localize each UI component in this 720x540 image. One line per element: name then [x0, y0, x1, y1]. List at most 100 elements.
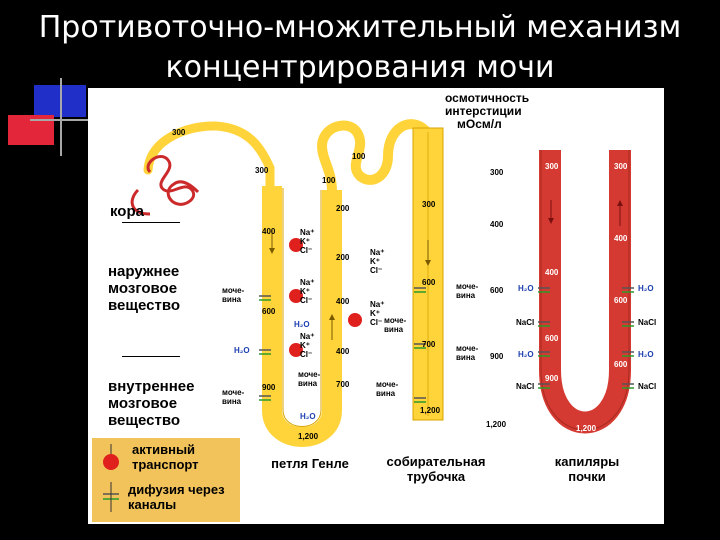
- urea-5: моче-вина: [376, 380, 398, 398]
- ion-cl: Cl⁻: [300, 246, 313, 255]
- title-line-2: концентрирования мочи: [165, 50, 555, 85]
- zone-inner-line-3: вещество: [108, 412, 181, 429]
- header-line-1: осмотичность: [445, 91, 530, 105]
- glomerulus: [146, 155, 200, 206]
- legend-diffusion-label: дифузия через каналы: [128, 482, 225, 512]
- channel-markers: [259, 287, 634, 403]
- decor-gray-line-v: [60, 78, 62, 156]
- caption-cap-line-1: капиляры: [554, 454, 620, 469]
- afferent-vessel: [130, 188, 151, 216]
- ion-k: K⁺: [370, 309, 380, 318]
- urea-1: моче-вина: [222, 286, 244, 304]
- scale-1200: 1,200: [486, 420, 507, 429]
- cap-left-900: 900: [545, 374, 559, 383]
- proximal-300: 300: [172, 128, 186, 137]
- loop-of-henle: [262, 186, 342, 447]
- zone-cortex: кора: [110, 203, 144, 220]
- scale-600: 600: [490, 286, 504, 295]
- distal-100: 100: [352, 152, 366, 161]
- water-cap-3: H₂O: [638, 284, 654, 293]
- zone-inner-line-2: мозговое: [108, 395, 178, 412]
- ions-left-2: Na⁺K⁺Cl⁻: [300, 278, 314, 305]
- ion-cl: Cl⁻: [300, 296, 313, 305]
- urea-3-line-2: вина: [298, 379, 318, 388]
- cap-right-300: 300: [614, 162, 628, 171]
- urea-1-line-1: моче-: [222, 286, 245, 295]
- ion-k: K⁺: [370, 257, 380, 266]
- loop-asc-400b: 400: [336, 347, 350, 356]
- cap-left-300: 300: [545, 162, 559, 171]
- loop-asc-200a: 200: [336, 204, 350, 213]
- water-cap-2: H₂O: [518, 350, 534, 359]
- title-line-1: Противоточно-множительный механизм: [38, 10, 682, 45]
- legend-active-label: активный транспорт: [132, 442, 199, 472]
- cap-left-600: 600: [545, 334, 559, 343]
- urea-3: моче-вина: [298, 370, 320, 388]
- ion-na: Na⁺: [370, 300, 385, 309]
- ion-k: K⁺: [300, 287, 310, 296]
- water-loop-3: H₂O: [300, 412, 316, 421]
- loop-desc-600: 600: [262, 307, 276, 316]
- caption-cap-line-2: почки: [568, 469, 606, 484]
- water-cap-1: H₂O: [518, 284, 534, 293]
- loop-asc-100: 100: [322, 176, 336, 185]
- ion-cl: Cl⁻: [370, 318, 383, 327]
- scale-900: 900: [490, 352, 504, 361]
- scale-300: 300: [490, 168, 504, 177]
- duct-1200: 1,200: [420, 406, 441, 415]
- legend-diffusion-line-2: каналы: [128, 497, 177, 512]
- cap-right-600a: 600: [614, 296, 628, 305]
- ion-na: Na⁺: [300, 278, 315, 287]
- urea-7-line-2: вина: [456, 353, 476, 362]
- zone-divider-2: [122, 356, 180, 357]
- water-cap-4: H₂O: [638, 350, 654, 359]
- ion-cl: Cl⁻: [300, 350, 313, 359]
- loop-asc-200b: 200: [336, 253, 350, 262]
- zone-outer-medulla: наружнее мозговое вещество: [108, 263, 180, 314]
- water-loop-1: H₂O: [294, 320, 310, 329]
- ions-left-1: Na⁺K⁺Cl⁻: [300, 228, 314, 255]
- duct-600: 600: [422, 278, 436, 287]
- header-line-2: интерстиции: [445, 104, 522, 118]
- ion-na: Na⁺: [370, 248, 385, 257]
- ions-right-2: Na⁺K⁺Cl⁻: [370, 300, 384, 327]
- urea-6-line-1: моче-: [456, 282, 479, 291]
- decor-gray-line-h: [30, 119, 88, 121]
- ions-right-1: Na⁺K⁺Cl⁻: [370, 248, 384, 275]
- urea-6: моче-вина: [456, 282, 478, 300]
- ion-k: K⁺: [300, 341, 310, 350]
- zone-outer-line-1: наружнее: [108, 263, 180, 280]
- nacl-cap-2: NaCl: [516, 382, 535, 391]
- urea-2-line-1: моче-: [222, 388, 245, 397]
- loop-bottom: 1,200: [298, 432, 319, 441]
- urea-4-line-2: вина: [384, 325, 404, 334]
- water-loop-2: H₂O: [234, 346, 250, 355]
- nacl-cap-1: NaCl: [516, 318, 535, 327]
- cap-left-400: 400: [545, 268, 559, 277]
- caption-capillaries: капиляры почки: [546, 454, 628, 484]
- urea-3-line-1: моче-: [298, 370, 321, 379]
- pump-1: [289, 238, 303, 252]
- ion-k: K⁺: [300, 237, 310, 246]
- loop-asc-400a: 400: [336, 297, 350, 306]
- caption-loop-of-henle: петля Генле: [271, 456, 349, 471]
- caption-duct-line-2: трубочка: [406, 469, 466, 484]
- loop-desc-900: 900: [262, 383, 276, 392]
- urea-6-line-2: вина: [456, 291, 476, 300]
- legend-pump-icon: [103, 454, 119, 470]
- nacl-cap-4: NaCl: [638, 382, 657, 391]
- caption-duct-line-1: собирательная: [386, 454, 486, 469]
- legend-box: [92, 438, 240, 522]
- urea-7: моче-вина: [456, 344, 478, 362]
- loop-inner-line: [282, 188, 322, 427]
- urea-1-line-2: вина: [222, 295, 242, 304]
- loop-asc-700: 700: [336, 380, 350, 389]
- header-line-3: мОсм/л: [457, 117, 502, 131]
- zone-inner-medulla: внутреннее мозговое вещество: [108, 378, 194, 429]
- nacl-cap-3: NaCl: [638, 318, 657, 327]
- duct-300: 300: [422, 200, 436, 209]
- urea-4: моче-вина: [384, 316, 406, 334]
- ions-left-3: Na⁺K⁺Cl⁻: [300, 332, 314, 359]
- pump-4: [289, 343, 303, 357]
